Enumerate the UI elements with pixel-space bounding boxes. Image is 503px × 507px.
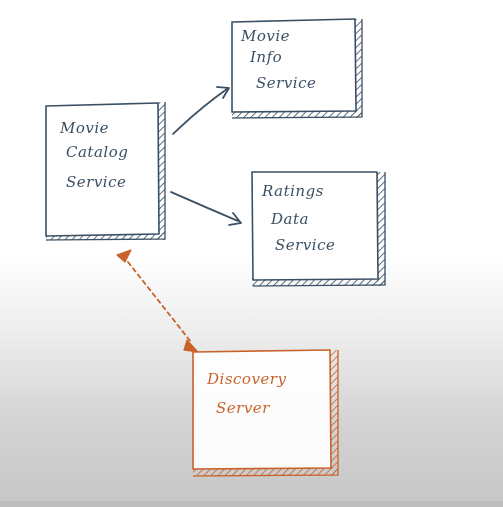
- arrowhead-icon: [216, 86, 230, 99]
- node-label-line: Service: [256, 74, 316, 92]
- edge-catalog-to-discovery-server: [116, 249, 199, 353]
- edge-catalog-to-ratings-data: [170, 191, 242, 226]
- arrowhead-icon: [183, 339, 199, 353]
- node-label-line: Ratings: [261, 182, 324, 200]
- node-movie-catalog-service: Movie Catalog Service: [45, 102, 166, 241]
- node-label-line: Data: [270, 210, 309, 228]
- node-discovery-server: Discovery Server: [192, 349, 339, 477]
- node-label-line: Catalog: [66, 143, 128, 161]
- bottom-edge-bar: [0, 501, 503, 507]
- node-label-line: Discovery: [206, 370, 286, 388]
- arrowhead-icon: [228, 212, 242, 226]
- node-label-line: Server: [216, 399, 270, 417]
- node-movie-info-service: Movie Info Service: [231, 18, 363, 119]
- node-label-line: Service: [275, 236, 335, 254]
- node-label-line: Movie: [240, 27, 290, 45]
- arrowhead-icon: [116, 249, 132, 263]
- node-label-line: Service: [66, 173, 126, 191]
- node-label-line: Movie: [59, 119, 109, 137]
- node-label-line: Info: [249, 48, 282, 66]
- edge-catalog-to-movie-info: [172, 86, 230, 135]
- node-ratings-data-service: Ratings Data Service: [251, 171, 386, 287]
